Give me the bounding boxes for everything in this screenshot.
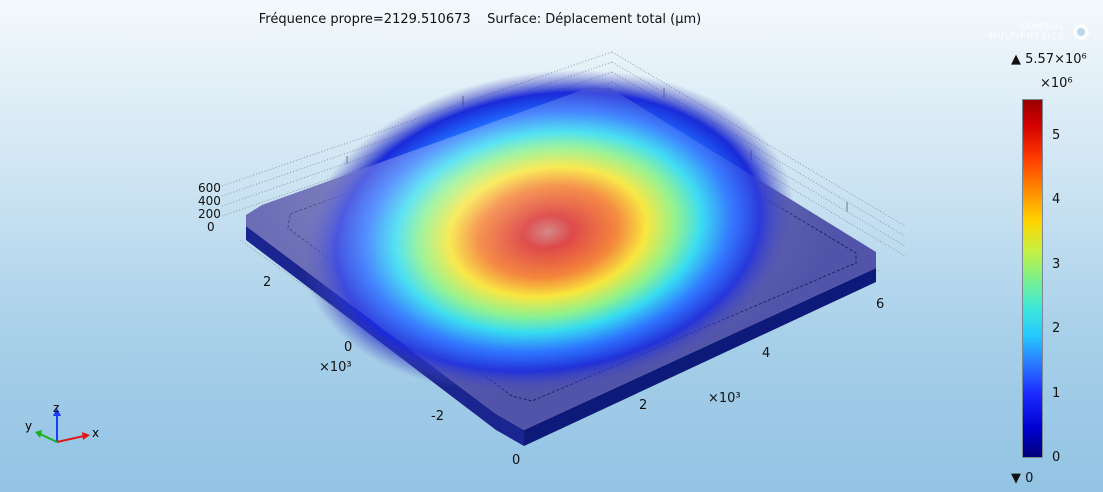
legend-min-label: ▼ 0	[1011, 471, 1034, 486]
x-tick-0: 0	[512, 453, 521, 468]
triad-y: y	[25, 419, 32, 433]
plate-side-front-right	[524, 268, 876, 446]
legend-tick-2: 2	[1052, 321, 1061, 336]
y-tick-0: 0	[344, 340, 353, 355]
plot-title: Fréquence propre=2129.510673 Surface: Dé…	[258, 12, 702, 27]
legend-exponent: ×10⁶	[1040, 76, 1073, 91]
x-multiplier: ×10³	[708, 391, 741, 406]
triad-z: z	[53, 401, 59, 415]
axis-triad-icon: z y x	[25, 401, 99, 443]
z-tick-600: 600	[198, 181, 221, 195]
z-tick-0: 0	[207, 220, 215, 234]
color-legend-bar	[1022, 99, 1043, 458]
y-tick-neg2: -2	[431, 409, 444, 424]
plate-sheen	[246, 88, 876, 430]
x-tick-2: 2	[639, 398, 648, 413]
comsol-emblem-icon	[1073, 24, 1089, 40]
y-tick-2: 2	[263, 275, 272, 290]
legend-tick-5: 5	[1052, 128, 1061, 143]
surface-plot[interactable]	[0, 0, 1010, 492]
y-multiplier: ×10³	[319, 360, 352, 375]
legend-tick-0: 0	[1052, 450, 1061, 465]
comsol-logo: COMSOL MULTIPHYSICS	[989, 22, 1089, 42]
legend-tick-4: 4	[1052, 192, 1061, 207]
z-tick-200: 200	[198, 207, 221, 221]
legend-tick-1: 1	[1052, 386, 1061, 401]
z-tick-400: 400	[198, 194, 221, 208]
brand-line1: COMSOL	[1020, 22, 1065, 32]
legend-max-label: ▲ 5.57×10⁶	[1011, 52, 1087, 67]
x-tick-4: 4	[762, 346, 771, 361]
triad-x: x	[92, 426, 99, 440]
brand-line2: MULTIPHYSICS	[988, 32, 1065, 42]
x-tick-6: 6	[876, 297, 885, 312]
legend-tick-3: 3	[1052, 257, 1061, 272]
